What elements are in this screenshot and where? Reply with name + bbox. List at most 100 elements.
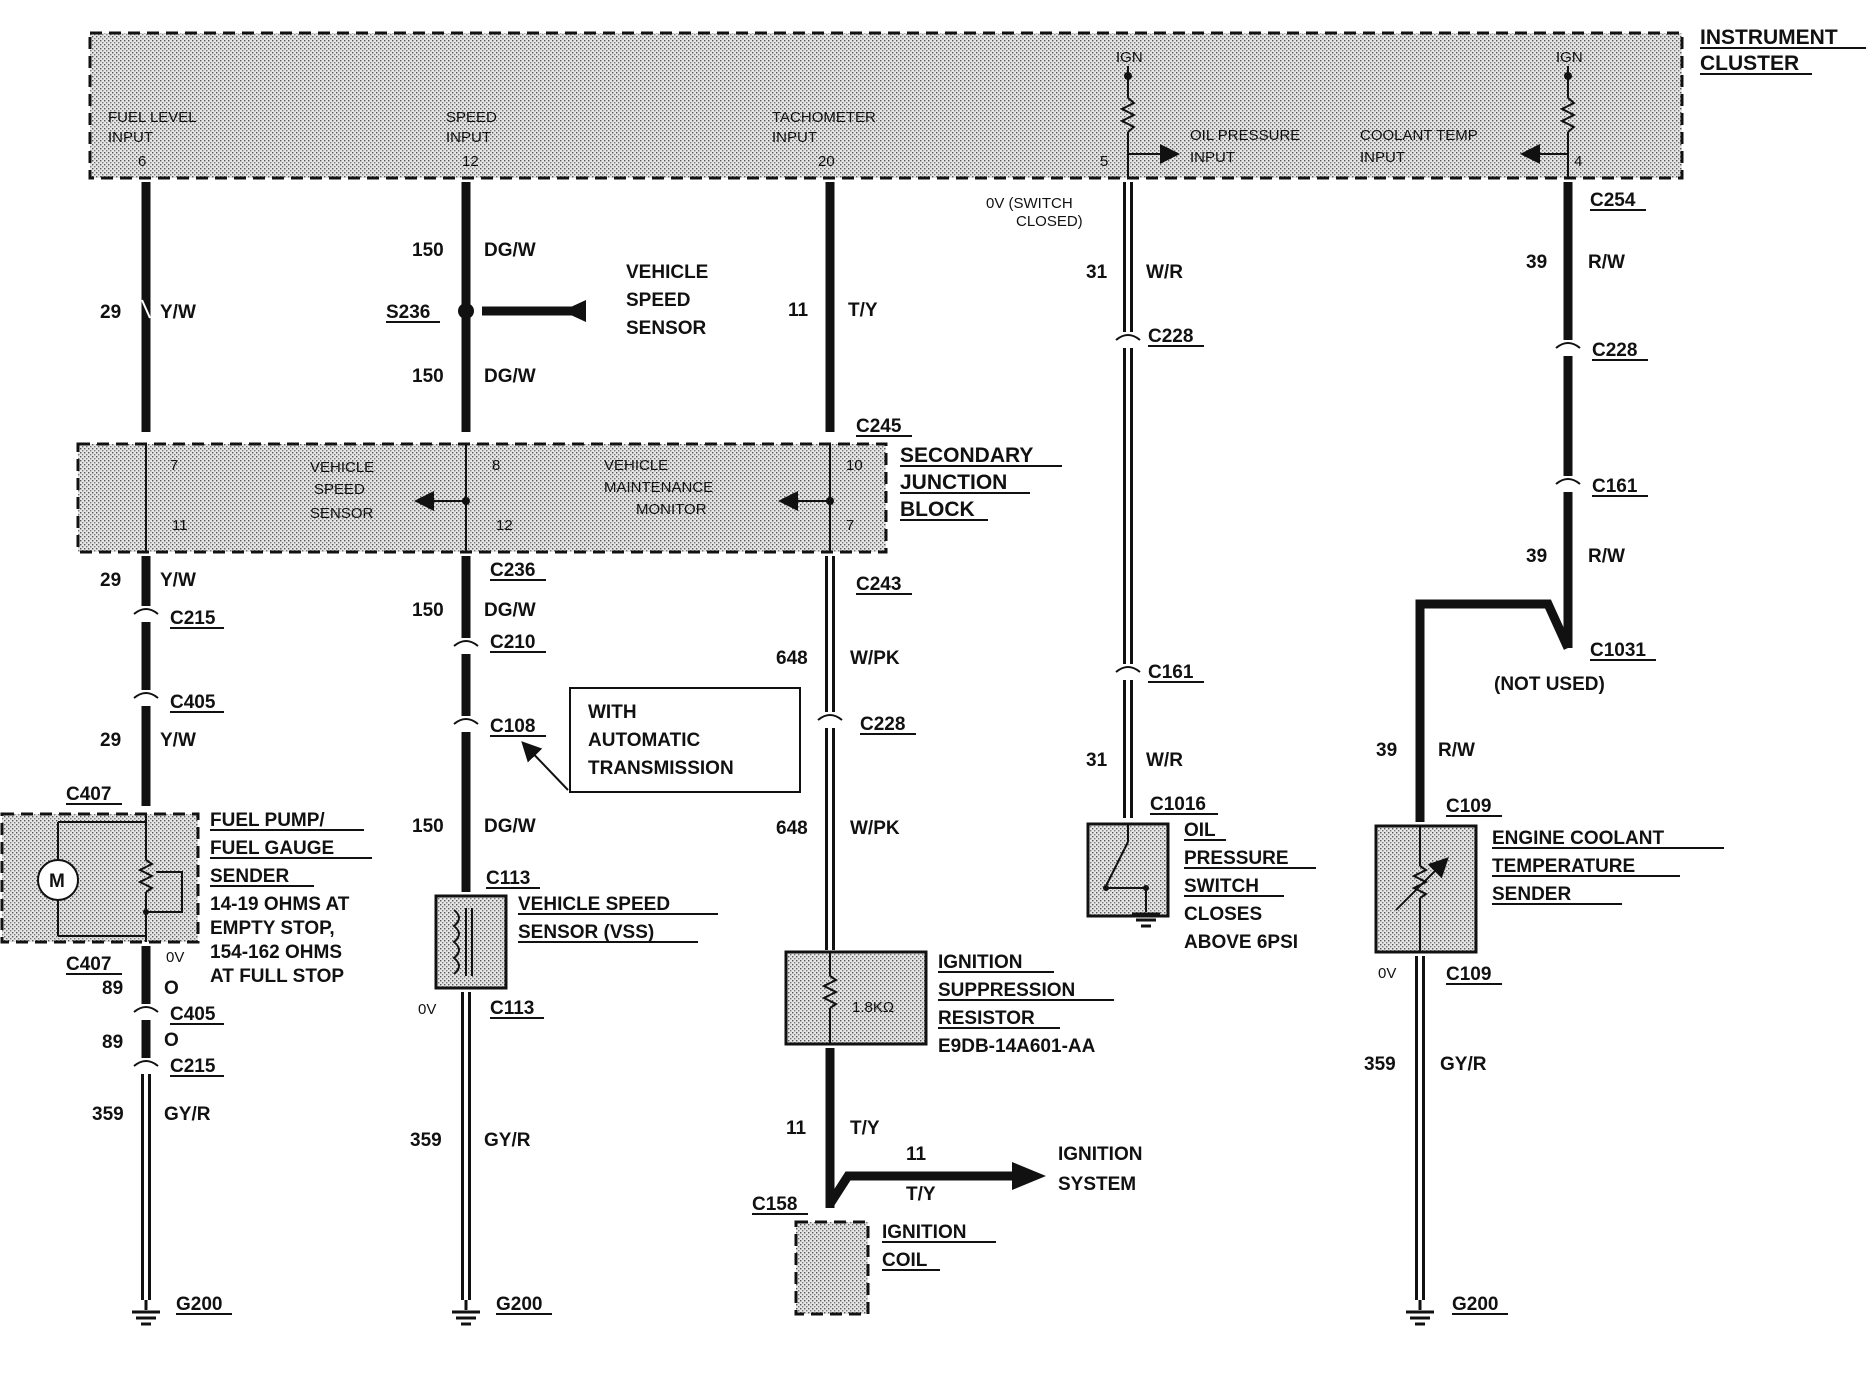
- c1031: C1031: [1590, 640, 1646, 661]
- oil-zero-note-2: CLOSED): [1016, 213, 1083, 230]
- coolant-pin: 4: [1574, 153, 1582, 170]
- fuel-lower1-circuit: 29: [100, 570, 121, 591]
- tach-lower1-circuit: 648: [776, 648, 808, 669]
- s236: S236: [386, 302, 430, 323]
- tach-lower2-color: W/PK: [850, 818, 900, 839]
- c113-a: C113: [486, 868, 530, 889]
- ignition-coil-1: IGNITION: [882, 1222, 966, 1243]
- ground-symbol: [1132, 912, 1160, 928]
- c254: C254: [1590, 190, 1636, 211]
- vss-zero-volt: 0V: [418, 1001, 436, 1018]
- fuel-ground2-circuit: 89: [102, 1032, 123, 1053]
- coolant-lower-circuit: 39: [1376, 740, 1397, 761]
- fuel-upper-color: Y/W: [160, 302, 196, 323]
- ignition-resistor-value: 1.8KΩ: [852, 999, 894, 1016]
- oil-switch-note-1: CLOSES: [1184, 904, 1262, 925]
- fuel-pump-note-2: EMPTY STOP,: [210, 918, 335, 939]
- fuel-level-pin: 6: [138, 153, 146, 170]
- ground-symbol: [1406, 1300, 1434, 1326]
- sjb-vss-label-3: SENSOR: [310, 505, 374, 522]
- fuel-upper-circuit: 29: [100, 302, 121, 323]
- sjb-pin-8: 8: [492, 457, 500, 474]
- speed-upper2-color: DG/W: [484, 366, 536, 387]
- ect-zero-volt: 0V: [1378, 965, 1396, 982]
- c245: C245: [856, 416, 902, 437]
- fuel-ground1-color: O: [164, 978, 179, 999]
- oil-switch-title-2: PRESSURE: [1184, 848, 1289, 869]
- tach-input-label-2: INPUT: [772, 129, 817, 146]
- sjb-vmm-label-3: MONITOR: [636, 501, 707, 518]
- c236: C236: [490, 560, 535, 581]
- speed-upper1-circuit: 150: [412, 240, 444, 261]
- fuel-pump-note-3: 154-162 OHMS: [210, 942, 342, 963]
- c113-b: C113: [490, 998, 534, 1019]
- oil-upper-circuit: 31: [1086, 262, 1108, 283]
- ignition-system-1: IGNITION: [1058, 1144, 1142, 1165]
- ign-coil1-color: T/Y: [850, 1118, 880, 1139]
- c215-b: C215: [170, 1056, 216, 1077]
- tach-circuit: 11 T/Y C245 C243 648 W/PK C228 648 W/PK …: [752, 182, 1142, 1316]
- fuel-level-input-label-2: INPUT: [108, 129, 153, 146]
- c1016: C1016: [1150, 794, 1206, 815]
- sjb-title-1: SECONDARY: [900, 444, 1033, 467]
- instrument-cluster-title-1: INSTRUMENT: [1700, 26, 1838, 49]
- vss-title-1: VEHICLE SPEED: [518, 894, 670, 915]
- tach-upper-color: T/Y: [848, 300, 878, 321]
- c228-oil: C228: [1148, 326, 1193, 347]
- ign-resistor-title-1: IGNITION: [938, 952, 1022, 973]
- ign-label-oil: IGN: [1116, 49, 1143, 66]
- oil-switch-title-3: SWITCH: [1184, 876, 1259, 897]
- oil-input-label-2: INPUT: [1190, 149, 1235, 166]
- fuel-pump-title-2: FUEL GAUGE: [210, 838, 334, 859]
- sjb-pin-11: 11: [172, 517, 188, 534]
- c228-tach: C228: [860, 714, 905, 735]
- secondary-junction-block: SECONDARY JUNCTION BLOCK 7 11 VEHICLE SP…: [76, 442, 1062, 554]
- fuel-pump-note-4: AT FULL STOP: [210, 966, 344, 987]
- vss-top-label-2: SPEED: [626, 290, 690, 311]
- instrument-cluster-title-2: CLUSTER: [1700, 52, 1799, 75]
- ect-title-2: TEMPERATURE: [1492, 856, 1635, 877]
- coolant-lower-color: R/W: [1438, 740, 1475, 761]
- speed-upper2-circuit: 150: [412, 366, 444, 387]
- oil-switch-title-1: OIL: [1184, 820, 1216, 841]
- coolant-upper-color: R/W: [1588, 252, 1625, 273]
- ground-g200-ect: G200: [1452, 1294, 1498, 1315]
- tach-lower2-circuit: 648: [776, 818, 808, 839]
- c228-cool: C228: [1592, 340, 1637, 361]
- ect-ground-color: GY/R: [1440, 1054, 1487, 1075]
- c243: C243: [856, 574, 901, 595]
- ignition-coil-2: COIL: [882, 1250, 928, 1271]
- sjb-vss-label-2: SPEED: [314, 481, 365, 498]
- coolant-upper-circuit: 39: [1526, 252, 1547, 273]
- tach-pin: 20: [818, 153, 835, 170]
- vss-title-2: SENSOR (VSS): [518, 922, 654, 943]
- speed-lower2-color: DG/W: [484, 816, 536, 837]
- tach-upper-circuit: 11: [788, 300, 809, 321]
- coolant-circuit: C254 39 R/W C228 C161 39 R/W C1031 (NOT …: [1364, 182, 1724, 1326]
- fuel-pump-box: [0, 812, 200, 944]
- tach-lower1-color: W/PK: [850, 648, 900, 669]
- ground-symbol: [132, 1300, 160, 1326]
- oil-pin: 5: [1100, 153, 1108, 170]
- ground-g200-fuel: G200: [176, 1294, 222, 1315]
- oil-lower-circuit: 31: [1086, 750, 1108, 771]
- ign-coil1-circuit: 11: [786, 1118, 807, 1139]
- fuel-ground3-circuit: 359: [92, 1104, 124, 1125]
- ign-resistor-part: E9DB-14A601-AA: [938, 1036, 1096, 1057]
- oil-switch-note-2: ABOVE 6PSI: [1184, 932, 1298, 953]
- c1031-note: (NOT USED): [1494, 674, 1605, 695]
- vss-ground-circuit: 359: [410, 1130, 442, 1151]
- speed-lower1-color: DG/W: [484, 600, 536, 621]
- tach-input-label-1: TACHOMETER: [772, 109, 876, 126]
- instrument-cluster: INSTRUMENT CLUSTER FUEL LEVEL INPUT 6 SP…: [88, 26, 1866, 180]
- sjb-pin-7a: 7: [170, 457, 178, 474]
- c405-a: C405: [170, 692, 216, 713]
- speed-upper1-color: DG/W: [484, 240, 536, 261]
- c109-a: C109: [1446, 796, 1491, 817]
- speed-circuit: 150 DG/W S236 150 DG/W VEHICLE SPEED SEN…: [386, 182, 801, 1326]
- ignition-coil-box: [794, 1220, 870, 1316]
- fuel-pump-note-1: 14-19 OHMS AT: [210, 894, 350, 915]
- fuel-lower2-circuit: 29: [100, 730, 121, 751]
- ign-label-coolant: IGN: [1556, 49, 1583, 66]
- auto-trans-note-2: AUTOMATIC: [588, 730, 701, 751]
